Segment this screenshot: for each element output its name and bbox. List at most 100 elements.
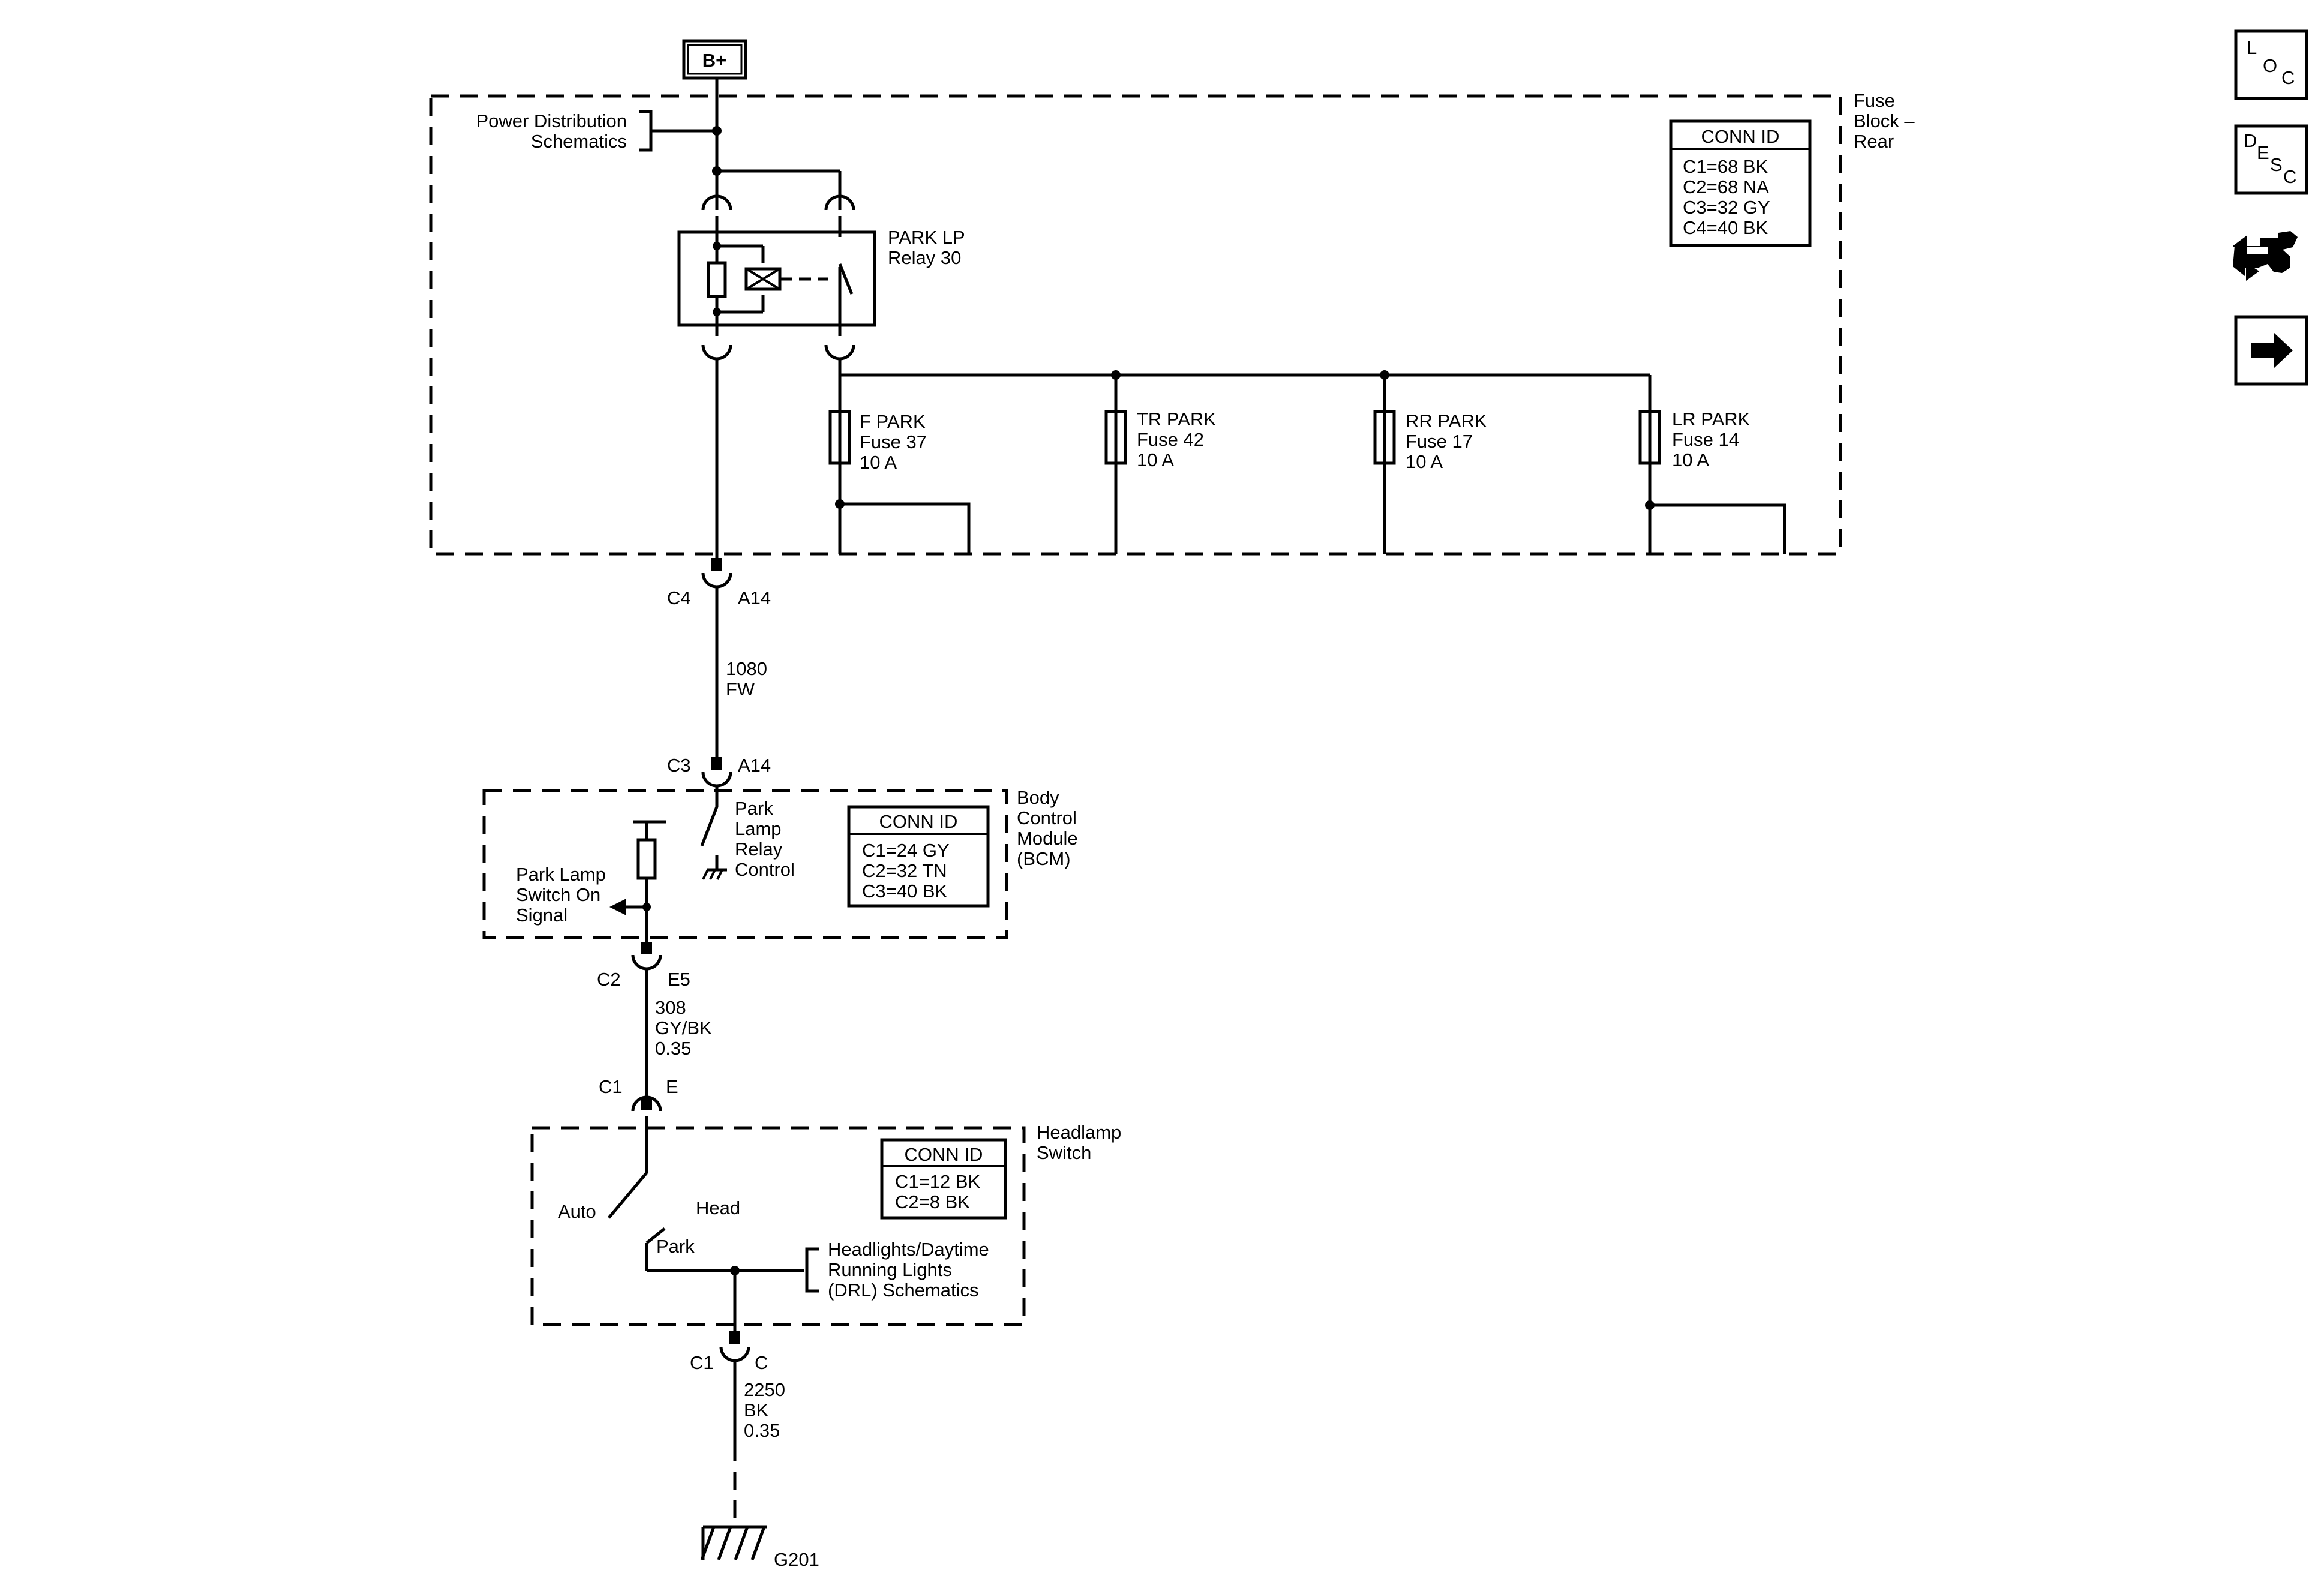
- c4-label: C4: [667, 587, 691, 608]
- power-dist-line-1: Power Distribution: [476, 110, 627, 131]
- headlamp-switch-label-2: Switch: [1037, 1142, 1091, 1163]
- bcm-conn-row-c2: C2=32 TN: [862, 860, 947, 881]
- conn-id-title: CONN ID: [1701, 126, 1780, 147]
- bcm-switch-signal-2: Switch On: [516, 884, 600, 905]
- fuse-tr-park-name: TR PARK: [1137, 409, 1216, 430]
- bcm-label-1: Body: [1017, 787, 1059, 808]
- drl-ref-1: Headlights/Daytime: [828, 1239, 989, 1260]
- bcm-conn-row-c3: C3=40 BK: [862, 881, 948, 902]
- fuse-block-label-2: Block –: [1854, 110, 1915, 131]
- fuse-block-label-3: Rear: [1854, 131, 1894, 152]
- fuse-block-conn-table: CONN ID C1=68 BK C2=68 NA C3=32 GY C4=40…: [1669, 119, 1812, 247]
- bcm-label-2: Control: [1017, 807, 1077, 828]
- wire-1080-circuit: 1080: [726, 658, 767, 679]
- c1-ground-pin-label: C: [755, 1352, 768, 1373]
- headlamp-conn-table: CONN ID C1=12 BK C2=8 BK: [880, 1138, 1007, 1220]
- fuse-block-rear: Fuse Block – Rear CONN ID C1=68 BK C2=68…: [429, 90, 1915, 558]
- bcm-switch-signal-1: Park Lamp: [516, 864, 606, 885]
- fuse-rr-park-number: Fuse 17: [1406, 431, 1473, 452]
- conn-row-c1: C1=68 BK: [1683, 156, 1768, 177]
- fuse-lr-park: LR PARK Fuse 14 10 A: [1638, 375, 1786, 554]
- loc-letter-c: C: [2281, 67, 2295, 88]
- fuse-lr-park-number: Fuse 14: [1672, 429, 1739, 450]
- next-page-button[interactable]: [2234, 315, 2308, 386]
- bcm-conn-title: CONN ID: [879, 811, 958, 832]
- park-lamp-relay: PARK LP Relay 30: [677, 194, 965, 361]
- drl-ref-2: Running Lights: [828, 1259, 952, 1280]
- fuse-f-park-name: F PARK: [860, 411, 926, 432]
- power-dist-line-2: Schematics: [531, 131, 627, 152]
- wire-2250: C1 C 2250 BK 0.35: [690, 1331, 785, 1527]
- switch-park-label: Park: [656, 1236, 695, 1257]
- fuse-tr-park: TR PARK Fuse 42 10 A: [1104, 375, 1216, 554]
- wire-308-color: GY/BK: [655, 1017, 712, 1038]
- ground-label: G201: [774, 1549, 819, 1570]
- conn-row-c4: C4=40 BK: [1683, 217, 1768, 238]
- headlamp-switch: Headlamp Switch Auto Head Park Headlight…: [530, 1116, 1121, 1332]
- desc-letter-d: D: [2244, 130, 2257, 151]
- wire-2250-circuit: 2250: [744, 1379, 785, 1400]
- bcm-relay-control-4: Control: [735, 859, 795, 880]
- wire-308: C2 E5 308 GY/BK 0.35 C1 E: [597, 942, 712, 1112]
- conn-row-c3: C3=32 GY: [1683, 197, 1770, 218]
- desc-letter-e: E: [2257, 142, 2269, 163]
- headlamp-conn-row-c1: C1=12 BK: [895, 1171, 981, 1192]
- c1-ground-conn-label: C1: [690, 1352, 714, 1373]
- fuse-lr-park-name: LR PARK: [1672, 409, 1750, 430]
- switch-head-label: Head: [696, 1197, 740, 1218]
- c1-pin-label: E: [666, 1076, 678, 1097]
- fuse-block-label-1: Fuse: [1854, 90, 1895, 111]
- c2-pin-label: E5: [668, 969, 690, 990]
- fuse-tr-park-number: Fuse 42: [1137, 429, 1204, 450]
- desc-letter-s: S: [2270, 154, 2283, 175]
- bcm-relay-control-3: Relay: [735, 839, 783, 860]
- loc-letter-l: L: [2247, 37, 2257, 58]
- b-plus-source: B+: [682, 39, 747, 80]
- connector-end-view-icon[interactable]: [2233, 231, 2298, 281]
- location-button[interactable]: L O C: [2234, 29, 2308, 100]
- bcm-relay-control-2: Lamp: [735, 818, 782, 839]
- relay-label-1: PARK LP: [888, 227, 965, 248]
- fuse-lr-park-rating: 10 A: [1672, 449, 1709, 470]
- headlamp-switch-label-1: Headlamp: [1037, 1122, 1121, 1143]
- arrow-right-icon: [2251, 332, 2293, 368]
- headlamp-conn-title: CONN ID: [905, 1144, 983, 1165]
- desc-letter-c: C: [2283, 166, 2296, 187]
- wire-308-circuit: 308: [655, 997, 686, 1018]
- c3-pin-label: A14: [738, 755, 771, 776]
- fuse-tr-park-rating: 10 A: [1137, 449, 1174, 470]
- c3-label: C3: [667, 755, 691, 776]
- bcm-relay-control-1: Park: [735, 798, 773, 819]
- bcm-conn-table: CONN ID C1=24 GY C2=32 TN C3=40 BK: [847, 805, 990, 908]
- wire-1080: C4 A14 1080 FW C3 A14: [667, 558, 771, 788]
- loc-letter-o: O: [2263, 55, 2277, 76]
- headlamp-conn-row-c2: C2=8 BK: [895, 1191, 970, 1212]
- bcm-switch-signal-3: Signal: [516, 905, 568, 926]
- wire-2250-color: BK: [744, 1400, 769, 1421]
- c1-label: C1: [599, 1076, 623, 1097]
- c4-pin-label: A14: [738, 587, 771, 608]
- body-control-module: Body Control Module (BCM) Park Lamp Rela…: [482, 786, 1078, 948]
- conn-row-c2: C2=68 NA: [1683, 176, 1769, 197]
- bcm-label-4: (BCM): [1017, 848, 1071, 869]
- ground-g201: G201: [700, 1525, 819, 1570]
- fuse-f-park-number: Fuse 37: [860, 431, 927, 452]
- bcm-label-3: Module: [1017, 828, 1078, 849]
- fuse-rr-park-rating: 10 A: [1406, 451, 1443, 472]
- bcm-conn-row-c1: C1=24 GY: [862, 840, 950, 861]
- wire-308-gauge: 0.35: [655, 1038, 691, 1059]
- description-button[interactable]: D E S C: [2234, 124, 2308, 195]
- switch-auto-label: Auto: [558, 1201, 596, 1222]
- c2-label: C2: [597, 969, 621, 990]
- wire-2250-gauge: 0.35: [744, 1420, 780, 1441]
- fuse-f-park: F PARK Fuse 37 10 A: [828, 375, 971, 554]
- wire-1080-color: FW: [726, 679, 755, 700]
- drl-ref-3: (DRL) Schematics: [828, 1280, 979, 1301]
- power-distribution-ref: Power Distribution Schematics: [476, 110, 722, 152]
- b-plus-label: B+: [702, 50, 727, 71]
- fuse-f-park-rating: 10 A: [860, 452, 897, 473]
- relay-label-2: Relay 30: [888, 247, 961, 268]
- fuse-rr-park-name: RR PARK: [1406, 410, 1487, 431]
- fuse-rr-park: RR PARK Fuse 17 10 A: [1373, 375, 1487, 554]
